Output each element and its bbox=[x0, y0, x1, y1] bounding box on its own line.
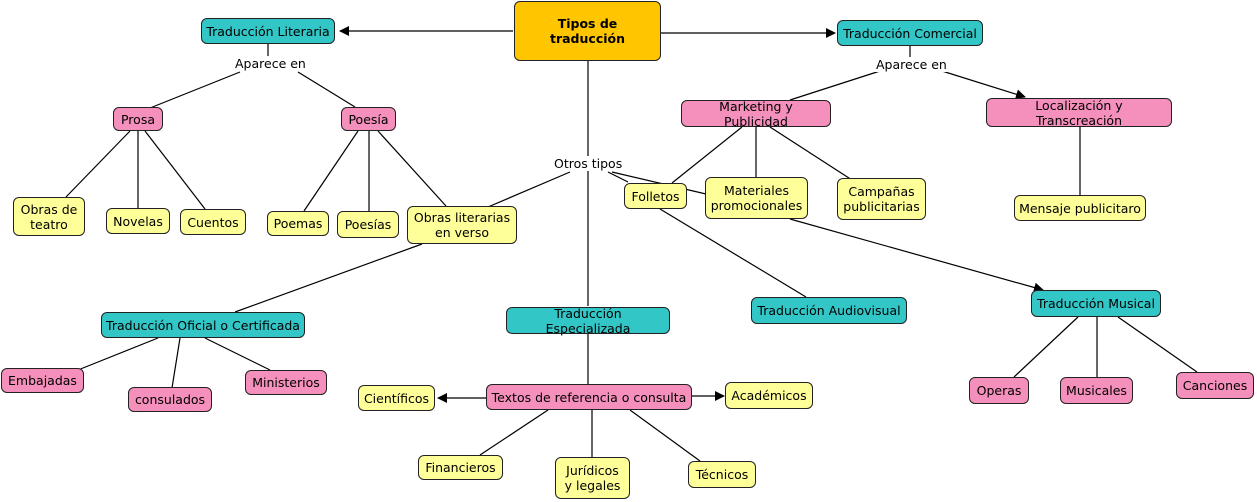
edge-textos-tecnicos bbox=[629, 409, 701, 462]
node-tecnicos[interactable]: Técnicos bbox=[688, 461, 756, 488]
node-textos-referencia[interactable]: Textos de referencia o consulta bbox=[486, 384, 692, 410]
node-traduccion-audiovisual[interactable]: Traducción Audiovisual bbox=[751, 297, 907, 324]
edge-prosa-cuentos bbox=[144, 130, 206, 210]
edge-aparece-poesia bbox=[297, 71, 356, 108]
node-poesia[interactable]: Poesía bbox=[341, 107, 396, 131]
node-mensaje-publicitario[interactable]: Mensaje publicitaro bbox=[1014, 195, 1146, 221]
edge-aparece-prosa bbox=[149, 71, 241, 109]
node-tipos-de-traduccion[interactable]: Tipos de traducción bbox=[514, 1, 661, 61]
edge-aparece-localizacion bbox=[941, 70, 1026, 100]
edge-oficial-embajadas bbox=[77, 337, 159, 371]
node-traduccion-musical[interactable]: Traducción Musical bbox=[1031, 290, 1161, 317]
node-canciones[interactable]: Canciones bbox=[1176, 372, 1254, 399]
edge-marketing-folletos bbox=[671, 126, 743, 184]
node-traduccion-especializada[interactable]: Traducción Especializada bbox=[506, 306, 670, 336]
node-musicales[interactable]: Musicales bbox=[1060, 377, 1133, 404]
node-consulados[interactable]: consulados bbox=[128, 387, 212, 412]
node-materiales-promocionales[interactable]: Materiales promocionales bbox=[705, 177, 808, 219]
node-financieros[interactable]: Financieros bbox=[418, 455, 503, 480]
node-ministerios[interactable]: Ministerios bbox=[245, 370, 327, 395]
node-academicos[interactable]: Académicos bbox=[725, 382, 813, 409]
edge-poesia-poemas bbox=[303, 130, 359, 212]
node-obras-de-teatro[interactable]: Obras de teatro bbox=[13, 197, 85, 236]
link-label-aparece-comercial: Aparece en bbox=[874, 57, 949, 72]
edge-oficial-consulados bbox=[171, 337, 181, 389]
node-juridicos-legales[interactable]: Jurídicos y legales bbox=[555, 457, 630, 499]
node-traduccion-literaria[interactable]: Traducción Literaria bbox=[201, 18, 335, 44]
node-novelas[interactable]: Novelas bbox=[106, 208, 170, 234]
node-marketing-publicidad[interactable]: Marketing y Publicidad bbox=[681, 99, 831, 129]
node-poemas[interactable]: Poemas bbox=[267, 211, 329, 236]
edge-otros-folletos bbox=[607, 171, 629, 183]
link-label-aparece-literaria: Aparece en bbox=[233, 56, 308, 71]
node-cientificos[interactable]: Científicos bbox=[358, 385, 435, 411]
edge-materiales-musical bbox=[789, 218, 1044, 293]
node-traduccion-oficial[interactable]: Traducción Oficial o Certificada bbox=[101, 312, 305, 338]
edge-musical-operas bbox=[1013, 316, 1079, 378]
node-poesias[interactable]: Poesías bbox=[337, 211, 399, 238]
edge-textos-financieros bbox=[479, 409, 549, 456]
edge-prosa-teatro bbox=[65, 130, 131, 198]
edge-obras-verso-oficial bbox=[234, 243, 423, 313]
node-prosa[interactable]: Prosa bbox=[113, 107, 163, 131]
node-obras-literarias-verso[interactable]: Obras literarias en verso bbox=[407, 206, 517, 244]
node-folletos[interactable]: Folletos bbox=[624, 183, 687, 209]
edge-folletos-audiovisual bbox=[659, 208, 807, 298]
edge-otros-obras-verso bbox=[487, 171, 571, 208]
edge-aparece-marketing bbox=[789, 70, 881, 101]
node-campanas-publicitarias[interactable]: Campañas publicitarias bbox=[837, 178, 926, 220]
node-embajadas[interactable]: Embajadas bbox=[1, 368, 84, 393]
node-operas[interactable]: Operas bbox=[969, 377, 1029, 404]
edge-oficial-ministerios bbox=[204, 337, 271, 371]
node-localizacion-transcreacion[interactable]: Localización y Transcreación bbox=[986, 98, 1172, 128]
node-cuentos[interactable]: Cuentos bbox=[180, 209, 246, 235]
link-label-otros-tipos: Otros tipos bbox=[552, 156, 625, 171]
node-traduccion-comercial[interactable]: Traducción Comercial bbox=[837, 20, 983, 46]
edge-marketing-campanas bbox=[769, 126, 853, 181]
edge-musical-canciones bbox=[1117, 316, 1198, 373]
edge-poesia-obras-verso bbox=[377, 130, 447, 207]
